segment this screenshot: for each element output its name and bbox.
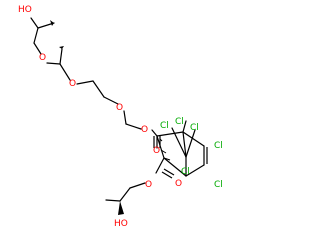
atom-cl-vinyl-lower: Cl [214,180,223,190]
stereo-wedges [50,20,124,215]
oxygen-labels: HO O O O O O O O HO [18,5,182,229]
atom-cl-bridgehead-bottom: Cl [181,167,190,177]
atom-ester-o-ring: O [141,125,148,135]
structure-diagram: HO O O O O O O O HO Cl Cl Cl Cl Cl Cl [18,5,223,229]
atom-ether-o1: O [39,53,46,63]
atom-cl-bridge-left: Cl [160,121,169,131]
atom-cl-vinyl-upper: Cl [214,141,223,151]
chlorine-labels: Cl Cl Cl Cl Cl Cl [160,117,223,190]
bond-lines [30,17,205,202]
atom-ether-o2: O [69,79,76,89]
atom-carbonyl-o-lower: O [175,179,182,189]
double-bonds [153,136,208,179]
atom-cl-bridgehead-top: Cl [190,123,199,133]
hashed-bonds [159,138,171,161]
atom-ether-o3: O [116,103,123,113]
atom-cl-bridge-right: Cl [175,117,184,127]
atom-carbonyl-o-upper: O [153,146,160,156]
atom-oh-top: HO [18,5,32,15]
atom-oh-bottom: HO [114,219,128,229]
molecule-drawing: HO O O O O O O O HO Cl Cl Cl Cl Cl Cl [18,5,223,229]
atom-ester-o-lower: O [145,180,152,190]
